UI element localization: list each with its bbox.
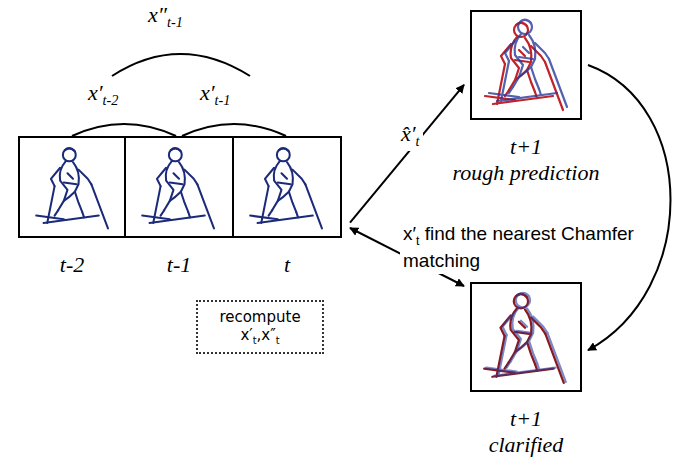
frame-caption: rough prediction [410,160,642,186]
time-label: t [172,252,402,278]
time-label: t-2 [0,252,186,278]
frame-node: t [232,136,342,278]
note-box: recompute x′t,x″t [196,300,324,354]
arrow-connector [588,65,671,350]
frame-node: t+1clarified [470,282,582,458]
skier-sketch [142,148,214,228]
bracket-arc [112,54,250,76]
edge-label: x′t find the nearest Chamfer matching [400,222,638,274]
skier-sketch [36,148,108,228]
dotted-note-box: recompute x′t,x″t [196,300,324,354]
skier-sketch [489,20,567,107]
video-frame [124,136,234,238]
video-frame [470,10,582,120]
bracket-arc [72,124,176,136]
bracket-arc [182,124,286,136]
time-label: t+1 [410,134,642,160]
frame-node: t-2 [18,136,126,278]
skier-sketch [250,148,322,228]
video-frame [18,136,126,238]
skier-sketch [486,293,566,382]
edge-label: x̂′t [398,120,423,151]
arrow-connector [350,85,464,223]
time-label: t+1 [410,406,642,432]
bracket-label: x″t-1 [148,2,183,31]
frame-node: t+1rough prediction [470,10,582,186]
bracket-label: x′t-1 [200,80,230,109]
note-text: recompute x′t,x″t [212,308,308,346]
video-frame [232,136,342,238]
frame-caption: clarified [410,432,642,458]
time-label: t-1 [64,252,294,278]
bracket-label: x′t-2 [88,80,118,109]
video-frame [470,282,582,392]
frame-node: t-1 [124,136,234,278]
